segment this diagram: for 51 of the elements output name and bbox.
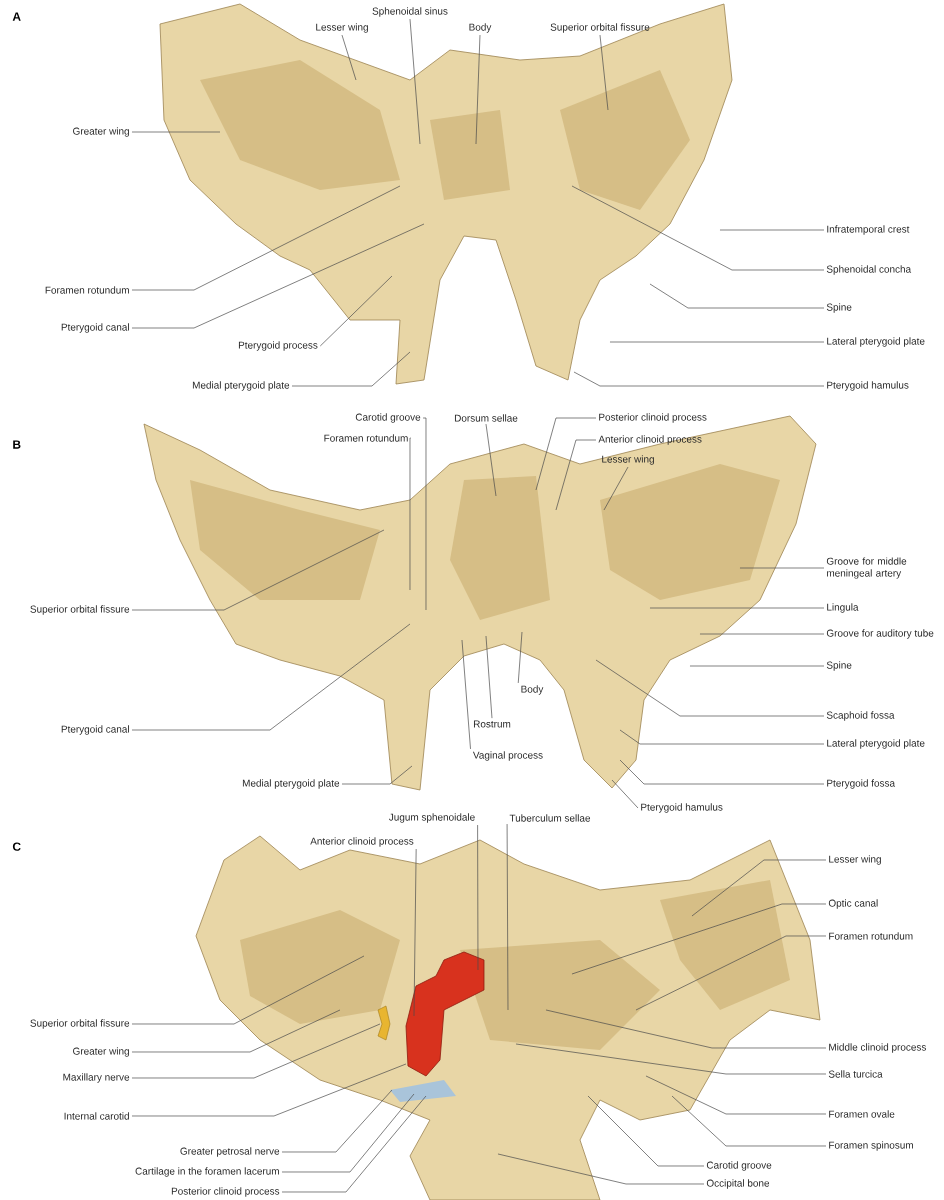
leader-line xyxy=(515,1043,827,1075)
leader-line xyxy=(619,729,825,745)
leader-line xyxy=(341,765,413,785)
leader-line xyxy=(587,1095,705,1167)
leader-line xyxy=(571,185,825,271)
leader-line xyxy=(739,567,825,569)
leader-line xyxy=(341,34,357,81)
leader-line xyxy=(131,623,411,731)
leader-line xyxy=(485,423,497,497)
leader-line xyxy=(281,1095,427,1193)
leader-line xyxy=(535,417,597,491)
leader-line xyxy=(281,1089,393,1153)
leader-line xyxy=(131,529,385,611)
leader-line xyxy=(131,955,365,1025)
leader-line xyxy=(131,131,221,133)
leader-line xyxy=(609,341,825,343)
leader-line xyxy=(422,417,427,611)
leader-line xyxy=(649,283,825,309)
leader-line xyxy=(477,824,479,971)
leader-line xyxy=(506,823,509,1011)
leader-line xyxy=(319,275,393,347)
leader-line xyxy=(573,371,825,387)
leader-line xyxy=(409,18,421,145)
leader-line xyxy=(719,229,825,231)
leader-line xyxy=(413,848,417,1017)
leader-line xyxy=(409,437,412,591)
leader-line xyxy=(131,1009,341,1053)
leader-line xyxy=(281,1093,415,1173)
leader-line xyxy=(671,1095,827,1147)
leader-line xyxy=(291,351,411,387)
leader-line xyxy=(649,607,825,609)
leader-line xyxy=(689,665,825,667)
leader-line xyxy=(131,1023,381,1079)
leader-line xyxy=(497,1153,705,1185)
leader-line xyxy=(485,635,493,719)
leader-line xyxy=(635,935,827,1011)
leader-line xyxy=(645,1075,827,1115)
leader-line xyxy=(603,466,629,511)
leader-line xyxy=(699,633,825,635)
leader-line xyxy=(611,779,639,809)
leader-line xyxy=(691,859,827,917)
leader-line xyxy=(619,759,825,785)
leader-line xyxy=(131,185,401,291)
leader-line xyxy=(517,631,523,684)
leader-line xyxy=(131,1063,407,1117)
leader-line xyxy=(461,639,471,750)
leader-line xyxy=(131,223,425,329)
leader-line xyxy=(555,439,597,511)
leader-line xyxy=(595,659,825,717)
leader-line xyxy=(545,1009,827,1049)
leader-line xyxy=(571,903,827,975)
